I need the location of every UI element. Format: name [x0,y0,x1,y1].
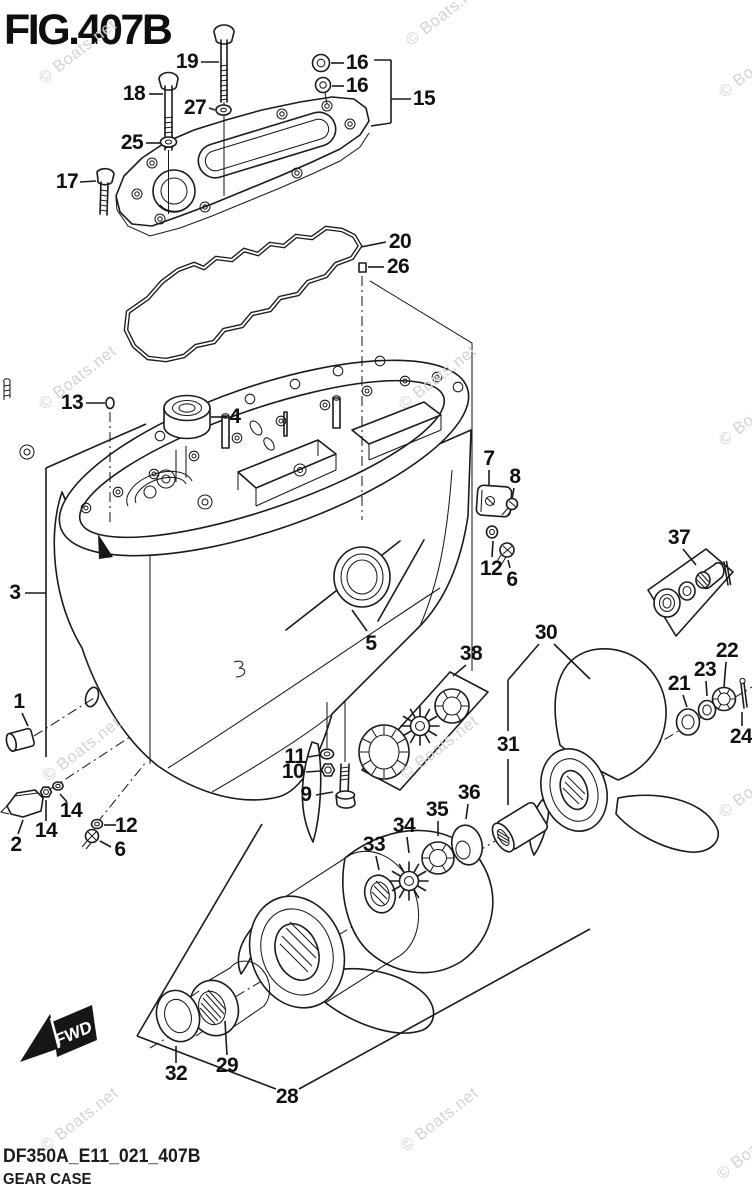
rim-bolt-holes [80,355,464,514]
washer-12-left [90,818,104,830]
part-callout-4-11: 4 [229,405,241,428]
seal-kit-box-37 [647,548,734,637]
dowel-pin-26 [358,262,367,273]
part-callout-18-1: 18 [122,82,146,105]
washer-27 [215,104,232,116]
part-callout-29-40: 29 [215,1054,239,1077]
part-callout-13-10: 13 [60,391,84,414]
washer-16-lower [314,76,332,105]
part-callout-25-3: 25 [120,131,144,154]
fastener-9-10-11 [319,700,356,809]
part-callout-1-26: 1 [13,690,25,713]
figure-title: FIG.407B [4,6,173,54]
part-callout-23-23: 23 [693,658,717,681]
washer-25 [159,136,178,148]
bolt-6-left [81,828,100,850]
callout-leader-lines [17,59,743,1090]
part-callout-6-31: 6 [114,838,126,861]
part-callout-3-12: 3 [9,581,21,604]
part-callout-6-17: 6 [506,568,518,591]
part-callout-9-34: 9 [300,783,312,806]
plug-1 [5,727,36,752]
part-callout-21-22: 21 [667,672,691,695]
part-callout-5-13: 5 [365,632,377,655]
cotter-pin-24 [739,677,748,709]
part-callout-32-39: 32 [164,1062,188,1085]
fwd-arrow: FWD [20,1005,97,1062]
bolt-17 [96,167,115,216]
lock-nut-35 [421,841,455,875]
part-callout-36-38: 36 [457,781,481,804]
part-callout-28-41: 28 [275,1085,299,1108]
bolt-19 [213,24,235,196]
part-callout-12-30: 12 [114,814,138,837]
part-callout-7-14: 7 [483,447,495,470]
gear-case-cover-plate [115,96,370,237]
part-callout-24-25: 24 [729,725,752,748]
anode-clamp-7 [475,484,513,518]
part-callout-2-27: 2 [10,833,22,856]
seal-32 [155,989,204,1043]
bushing-29 [188,960,271,1037]
part-callout-31-21: 31 [496,733,520,756]
washer-36 [450,824,484,866]
part-callout-37-18: 37 [667,526,691,549]
part-callout-38-19: 38 [459,642,483,665]
oil-seal-5 [333,546,391,608]
part-callout-27-2: 27 [183,96,207,119]
drawing-code: DF350A_E11_021_407B [3,1146,201,1167]
gasket [123,225,363,363]
part-callout-35-37: 35 [425,798,449,821]
bolt-8 [501,497,519,517]
part-callout-17-7: 17 [55,170,79,193]
part-callout-19-0: 19 [175,50,199,73]
stopper-21 [675,708,701,736]
part-callout-14-29: 14 [59,799,83,822]
part-callout-33-35: 33 [362,833,386,856]
lock-washer-34 [389,861,429,901]
part-callout-10-33: 10 [281,760,305,783]
part-callout-16-4: 16 [345,51,369,74]
spacer-31 [491,801,549,853]
bolt-6-right [495,542,515,566]
bearing-4 [163,394,211,440]
washer-14-b [52,781,64,791]
part-callout-20-8: 20 [388,230,412,253]
grommet-16-upper [311,53,331,73]
plate-bolt-holes [131,100,356,225]
part-callout-14-28: 14 [34,819,58,842]
part-callout-30-20: 30 [534,621,558,644]
part-callout-8-15: 8 [509,465,521,488]
bearing-kit-box-38 [358,671,489,791]
gear-case-body [3,355,472,801]
part-callout-12-16: 12 [479,557,503,580]
part-callout-15-6: 15 [412,87,436,110]
part-callout-26-9: 26 [386,255,410,278]
washer-23 [697,699,717,721]
figure-name: GEAR CASE [3,1171,92,1188]
part-callout-16-5: 16 [345,74,369,97]
rear-propeller-30 [528,648,719,856]
nut-14-a [39,786,53,798]
washer-12-right [485,525,499,539]
anode-2 [0,789,44,818]
pin-13 [105,396,115,410]
propeller-nut-22 [711,686,737,712]
part-callout-22-24: 22 [715,639,739,662]
part-callout-11-32: 11 [284,745,306,768]
part-callout-34-36: 34 [392,814,416,837]
